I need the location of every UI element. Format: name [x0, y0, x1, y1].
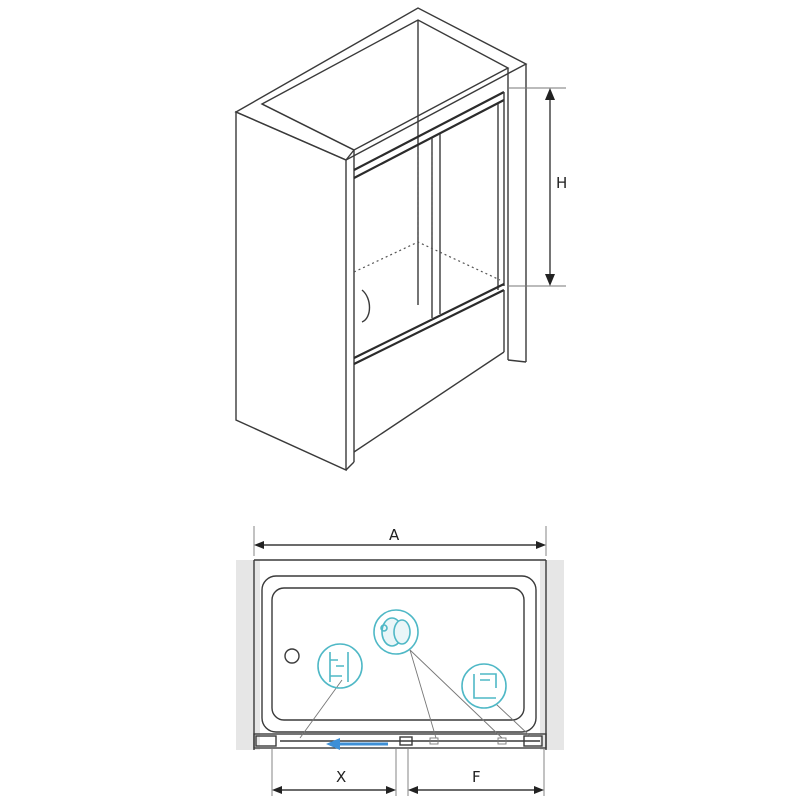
- f-arrow-left-icon: [408, 786, 418, 794]
- left-wall-plan: [236, 560, 260, 750]
- x-arrow-right-icon: [386, 786, 396, 794]
- panel-overlap-marker: [399, 736, 413, 746]
- callout-line-corner: [495, 703, 531, 737]
- slide-arrow-head-icon: [326, 738, 340, 750]
- drain-icon: [284, 648, 300, 664]
- bathtub-inner: [271, 587, 525, 721]
- callout-line-roller-2: [409, 649, 503, 739]
- right-wall-profile: [523, 735, 543, 747]
- h-arrow-bottom-icon: [545, 274, 555, 286]
- roller-left-marker: [429, 737, 439, 745]
- left-wall-profile: [255, 735, 277, 747]
- bottom-rail-profile: [253, 733, 547, 749]
- f-dimension-label: F: [472, 768, 481, 786]
- bathtub-rim-front-lower: [353, 289, 505, 365]
- roller-icon: [373, 609, 419, 655]
- h-arrow-top-icon: [545, 88, 555, 100]
- wall-corner-joint: [345, 149, 355, 161]
- callout-line-roller-1: [409, 649, 437, 739]
- callout-line-bracket: [299, 679, 343, 739]
- inner-wall-top-edge: [261, 103, 355, 151]
- right-wall-plan: [540, 560, 564, 750]
- x-arrow-left-icon: [272, 786, 282, 794]
- f-arrow-right-icon: [534, 786, 544, 794]
- wall-bottom-joint: [345, 461, 355, 471]
- right-wall-bottom: [507, 359, 527, 363]
- tub-bottom-edge: [353, 351, 505, 453]
- a-dimension-label: A: [389, 526, 400, 544]
- bathtub-outer: [261, 575, 537, 733]
- h-dimension-label: H: [556, 174, 567, 192]
- bracket-detail-icon: [317, 643, 363, 689]
- door-handle-icon: [361, 289, 371, 323]
- top-rail-lower: [353, 99, 505, 179]
- top-rail: [353, 91, 505, 171]
- a-arrow-left-icon: [254, 541, 264, 549]
- corner-profile-icon: [461, 663, 507, 709]
- bathtub-rim-front: [353, 283, 505, 359]
- a-arrow-right-icon: [536, 541, 546, 549]
- x-dimension-label: X: [336, 768, 346, 786]
